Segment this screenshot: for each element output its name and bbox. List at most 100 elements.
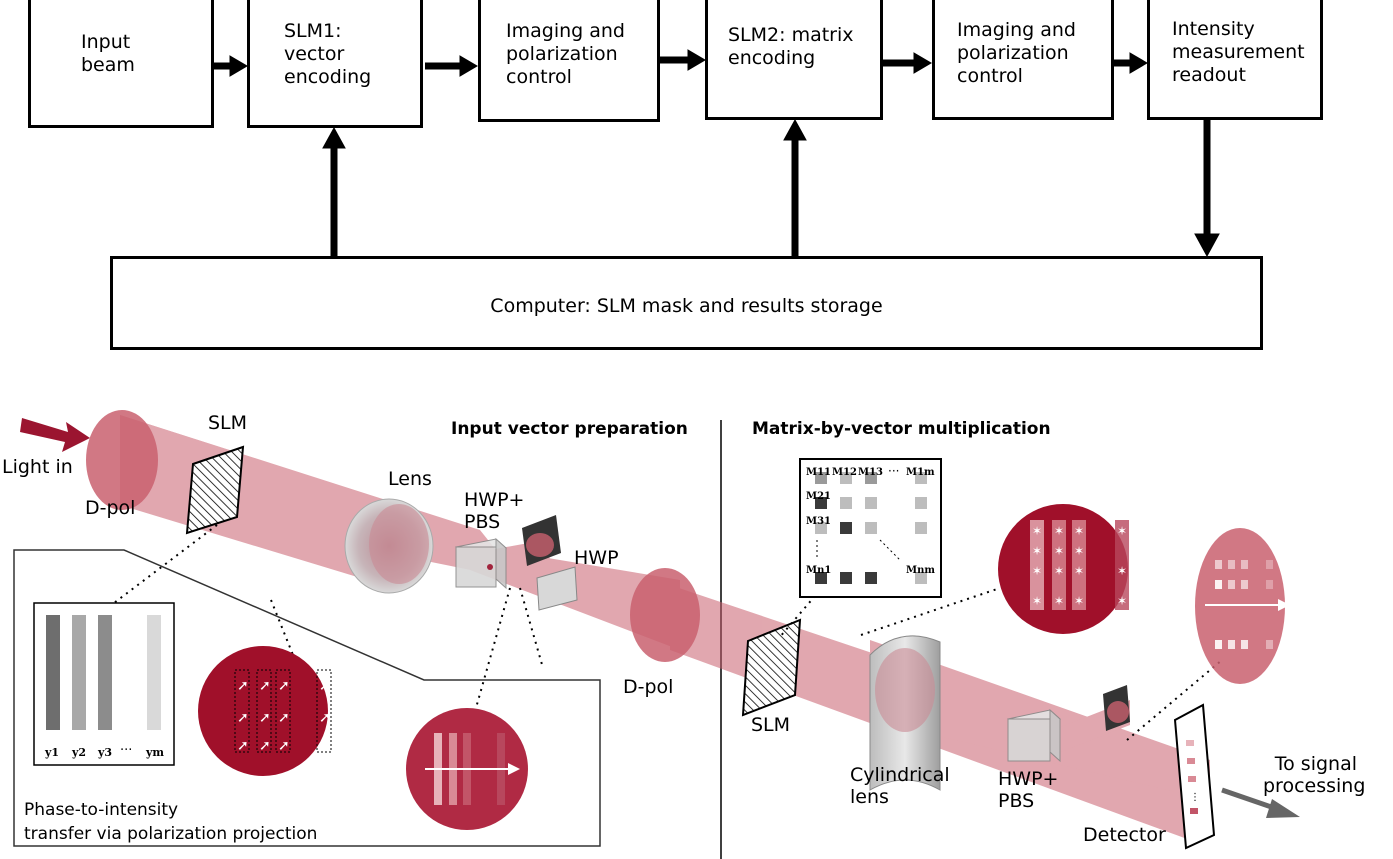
vector-label-y2: y2 <box>72 746 87 759</box>
dpol-left-label: D-pol <box>85 497 136 519</box>
matrix-label-m21: M21 <box>806 491 831 502</box>
blocker-right <box>1103 685 1130 731</box>
arrow-input-to-slm1 <box>214 55 248 77</box>
svg-text:➚: ➚ <box>237 678 249 694</box>
svg-text:➚: ➚ <box>278 678 290 694</box>
svg-text:➚: ➚ <box>237 738 249 754</box>
svg-text:✶: ✶ <box>1054 544 1064 558</box>
slm-right-panel <box>741 618 802 717</box>
svg-text:✶: ✶ <box>1117 524 1127 538</box>
detector: ⋮ <box>1173 703 1216 850</box>
intensity-label: Intensity measurement readout <box>1172 18 1305 86</box>
light-in-arrow <box>20 418 90 452</box>
pbs-cube-left <box>454 537 508 590</box>
slm2-label: SLM2: matrix encoding <box>728 24 854 69</box>
svg-text:✶: ✶ <box>1074 564 1084 578</box>
intensity-ellipse-right <box>1195 528 1290 684</box>
flow-arrows <box>214 49 1220 258</box>
slm1-label: SLM1: vector encoding <box>284 20 372 88</box>
svg-text:✶: ✶ <box>1074 594 1084 608</box>
detector-label: Detector <box>1083 824 1166 846</box>
svg-text:➚: ➚ <box>278 738 290 754</box>
cylindrical-lens <box>869 635 941 791</box>
matrix-label-m13: M13 <box>858 467 883 478</box>
arrow-slm2-to-imaging2 <box>883 52 932 74</box>
svg-text:⋮: ⋮ <box>1190 792 1200 803</box>
computer-box: Computer: SLM mask and results storage <box>110 256 1263 350</box>
pbs-cube-right <box>1006 708 1062 763</box>
matrix-box <box>799 458 942 598</box>
imaging1-label: Imaging and polarization control <box>506 20 625 88</box>
imaging2-label: Imaging and polarization control <box>957 19 1076 87</box>
arrow-computer-to-slm1 <box>322 126 346 256</box>
hwp-plate <box>536 566 578 611</box>
arrow-imaging2-to-intensity <box>1114 52 1148 74</box>
phase-disk-right: ✶ ✶ ✶ ✶ ✶ ✶ ✶ ✶ ✶ ✶ ✶ ✶ ✶ ✶ ✶ <box>998 504 1129 634</box>
lens-label: Lens <box>388 468 432 490</box>
svg-text:✶: ✶ <box>1032 564 1042 578</box>
matrix-label-m31: M31 <box>806 516 831 527</box>
dpol-left-disk <box>86 410 158 510</box>
dpol-mid-disk <box>630 568 700 662</box>
hwp-label: HWP <box>574 547 619 569</box>
arrow-intensity-to-computer <box>1194 120 1220 258</box>
slm-right-label: SLM <box>751 714 791 736</box>
slm-left-label: SLM <box>208 412 248 434</box>
inset-caption: Phase-to-intensity transfer via polariza… <box>24 800 318 844</box>
blocker-left <box>522 515 561 566</box>
vector-label-y3: y3 <box>98 746 113 759</box>
to-signal-label: To signal processing <box>1263 753 1366 797</box>
light-in-label: Light in <box>2 456 73 478</box>
computer-label: Computer: SLM mask and results storage <box>490 295 883 317</box>
svg-text:➚: ➚ <box>259 678 271 694</box>
svg-text:✶: ✶ <box>1117 594 1127 608</box>
dpol-mid-label: D-pol <box>623 676 674 698</box>
svg-text:➚: ➚ <box>278 710 290 726</box>
svg-text:✶: ✶ <box>1054 594 1064 608</box>
cylindrical-lens-label: Cylindrical lens <box>850 764 950 808</box>
svg-text:✶: ✶ <box>1117 564 1127 578</box>
section-title-matrix: Matrix-by-vector multiplication <box>752 419 1051 439</box>
slm2-box: SLM2: matrix encoding <box>705 0 883 120</box>
svg-text:✶: ✶ <box>1074 544 1084 558</box>
svg-text:✶: ✶ <box>1054 564 1064 578</box>
svg-text:➚: ➚ <box>319 678 331 694</box>
imaging1-box: Imaging and polarization control <box>478 0 660 122</box>
arrow-computer-to-slm2 <box>783 118 807 256</box>
vector-label-y1: y1 <box>45 746 60 759</box>
lens-left <box>344 498 434 594</box>
slm-left-panel <box>185 445 245 535</box>
svg-text:✶: ✶ <box>1032 594 1042 608</box>
to-signal-arrow <box>1221 787 1300 818</box>
svg-text:➚: ➚ <box>237 710 249 726</box>
svg-text:➚: ➚ <box>259 738 271 754</box>
intensity-box: Intensity measurement readout <box>1147 0 1323 120</box>
input-beam-box: Input beam <box>28 0 214 128</box>
arrow-imaging1-to-slm2 <box>660 49 706 71</box>
hwp-pbs-right-label: HWP+ PBS <box>998 768 1059 812</box>
matrix-label-dots: ··· <box>888 464 900 478</box>
svg-text:✶: ✶ <box>1074 524 1084 538</box>
matrix-label-m11: M11 <box>806 467 831 478</box>
svg-text:✶: ✶ <box>1032 524 1042 538</box>
intensity-disk-left <box>406 708 528 830</box>
section-title-input: Input vector preparation <box>451 419 688 439</box>
input-beam-label: Input beam <box>81 31 135 76</box>
matrix-label-mnm: Mnm <box>906 565 935 576</box>
svg-text:✶: ✶ <box>1054 524 1064 538</box>
vector-label-dots: ··· <box>120 743 133 758</box>
matrix-label-m12: M12 <box>832 467 857 478</box>
imaging2-box: Imaging and polarization control <box>932 0 1114 120</box>
hwp-pbs-left-label: HWP+ PBS <box>464 489 525 533</box>
svg-text:➚: ➚ <box>319 710 331 726</box>
slm1-box: SLM1: vector encoding <box>247 0 423 128</box>
matrix-label-mn1: Mn1 <box>806 565 832 576</box>
dotted-connectors <box>113 524 1223 741</box>
svg-text:➚: ➚ <box>319 738 331 754</box>
arrow-slm1-to-imaging1 <box>425 55 478 77</box>
vector-label-ym: ym <box>146 746 165 759</box>
svg-text:✶: ✶ <box>1032 544 1042 558</box>
vector-bars-box <box>33 602 175 766</box>
phase-disk-left: ➚➚➚➚ ➚➚➚➚ ➚➚➚➚ <box>198 646 332 776</box>
